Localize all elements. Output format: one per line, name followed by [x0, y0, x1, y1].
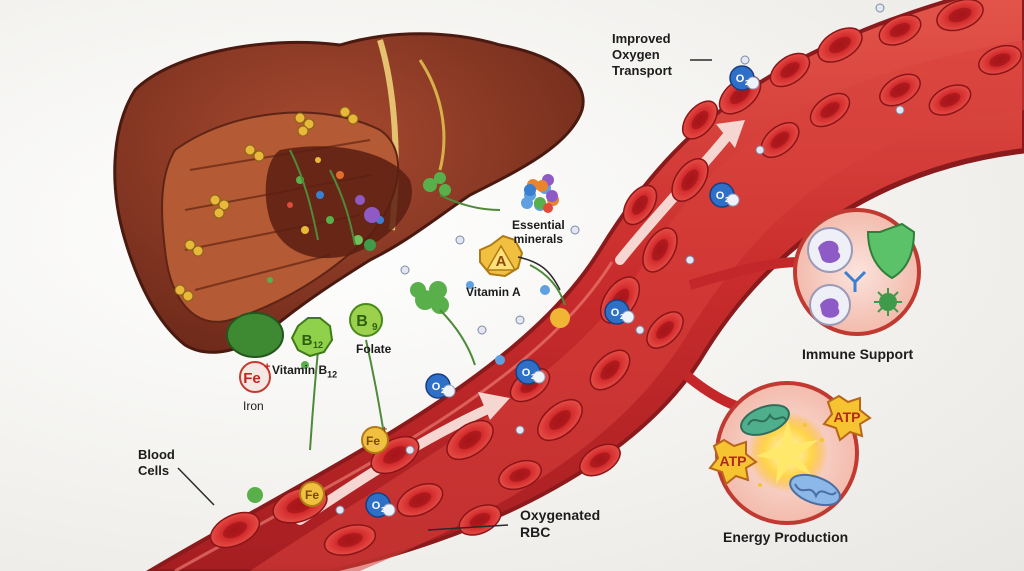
- oxygenated-rbc-label: Oxygenated RBC: [520, 507, 600, 541]
- essential-minerals-label: Essential minerals: [512, 218, 565, 246]
- oxygenated-rbc-line-2: RBC: [520, 524, 551, 540]
- iron-label: Iron: [243, 399, 264, 413]
- red-blood-cell: [760, 121, 800, 159]
- folate-label: Folate: [356, 342, 392, 356]
- improved-oxygen-line-2: Oxygen: [612, 47, 660, 62]
- red-blood-cell: [978, 44, 1022, 76]
- immune-support-label: Immune Support: [802, 346, 914, 362]
- folate-subscript: 9: [372, 322, 378, 333]
- oxygen-subscript: 2: [725, 197, 729, 204]
- improved-oxygen-transport-label: Improved Oxygen Transport: [612, 31, 672, 79]
- atp-label-1: ATP: [834, 409, 861, 425]
- red-blood-cell: [579, 443, 621, 477]
- red-blood-cell: [646, 311, 684, 349]
- liver: [113, 32, 585, 358]
- vitamin-b12-subscript: 12: [327, 369, 338, 380]
- improved-oxygen-line-3: Transport: [612, 63, 672, 78]
- b12-badge: B 12: [290, 317, 334, 358]
- red-blood-cell: [817, 27, 863, 63]
- red-blood-cell: [879, 73, 921, 107]
- oxygen-letter: O: [611, 307, 620, 319]
- red-blood-cell: [936, 0, 984, 32]
- fe-rbc-charge-1: +: [382, 424, 387, 434]
- oxygen-subscript: 2: [531, 374, 535, 381]
- fe-in-rbc-2: Fe: [299, 481, 325, 507]
- oxygen-letter: O: [432, 381, 441, 393]
- red-blood-cell: [537, 398, 583, 442]
- oxygen-letter: O: [522, 367, 531, 379]
- oxygenated-rbc-line-1: Oxygenated: [520, 507, 601, 523]
- red-blood-cell: [589, 349, 631, 391]
- red-blood-cell: [622, 184, 658, 226]
- oxygen-subscript: 2: [441, 388, 445, 395]
- energy-production-inset: ATP ATP: [682, 371, 872, 525]
- red-blood-cell: [809, 92, 851, 128]
- iron-badge: Fe +: [239, 361, 271, 393]
- vitamin-a-label: Vitamin A: [466, 285, 521, 299]
- vitamin-a-letter: A: [496, 253, 507, 270]
- oxygen-subscript: 2: [620, 314, 624, 321]
- red-blood-cell: [642, 227, 678, 273]
- callout-leaders: [177, 59, 712, 531]
- red-blood-cell: [681, 100, 719, 140]
- b12-letter: B: [302, 332, 313, 349]
- essential-minerals-cluster: [521, 180, 558, 213]
- vitamin-b12-label: Vitamin B12: [272, 363, 337, 379]
- improved-oxygen-line-1: Improved: [612, 31, 671, 46]
- red-blood-cell: [671, 158, 709, 202]
- blood-cells-line-1: Blood: [138, 447, 175, 462]
- oxygen-subscript: 2: [745, 80, 749, 87]
- fe-rbc-symbol-1: Fe: [366, 434, 380, 448]
- fe-rbc-symbol-2: Fe: [305, 488, 319, 502]
- red-blood-cell: [498, 459, 542, 491]
- oxygen-letter: O: [716, 190, 725, 202]
- energy-production-label: Energy Production: [723, 529, 849, 545]
- atp-label-2: ATP: [720, 453, 747, 469]
- blood-cells-label: Blood Cells: [138, 447, 175, 479]
- red-blood-cell: [769, 52, 811, 88]
- oxygen-subscript: 2: [381, 507, 385, 514]
- oxygen-letter: O: [372, 500, 381, 512]
- vitamin-b12-text: Vitamin B: [272, 363, 328, 377]
- folate-badge: B 9: [349, 303, 383, 337]
- folate-letter: B: [356, 313, 368, 330]
- essential-minerals-line-1: Essential: [512, 218, 565, 232]
- iron-symbol: Fe: [243, 370, 261, 387]
- red-blood-cell: [396, 483, 444, 517]
- fe-in-rbc-1: Fe +: [361, 424, 389, 454]
- oxygen-letter: O: [736, 73, 745, 85]
- vitamin-a-badge: A: [479, 234, 524, 278]
- nutrient-particles: [247, 3, 905, 515]
- red-blood-cell: [928, 84, 972, 116]
- b12-subscript: 12: [313, 340, 323, 350]
- blood-cells-line-2: Cells: [138, 463, 170, 478]
- red-blood-cell: [446, 419, 494, 461]
- immune-support-inset: [688, 208, 921, 336]
- red-blood-cell: [209, 511, 261, 549]
- red-blood-cell: [878, 14, 922, 46]
- iron-charge: +: [264, 361, 270, 373]
- essential-minerals-line-2: minerals: [513, 232, 564, 246]
- red-blood-cell: [323, 524, 377, 556]
